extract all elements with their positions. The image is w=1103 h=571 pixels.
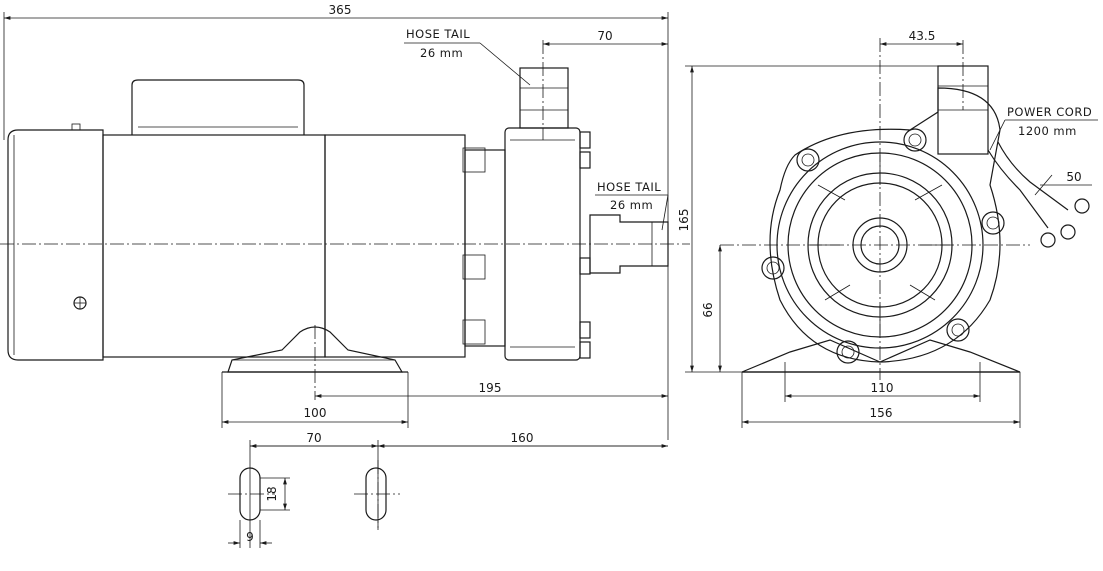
bolt-head: [579, 151, 591, 169]
dim-slot-length: 18: [265, 486, 279, 501]
dim-base-length: 100: [304, 406, 327, 420]
front-view: [720, 38, 1090, 380]
label-hose-tail-top-size: 26 mm: [420, 46, 463, 60]
dim-slot-to-end: 160: [511, 431, 534, 445]
label-power-cord-length: 1200 mm: [1018, 124, 1077, 138]
terminal-box: [131, 79, 305, 135]
motor-flange-section: [324, 134, 466, 358]
dim-base-width: 156: [870, 406, 893, 420]
side-view: [0, 40, 690, 400]
label-hose-tail-side-size: 26 mm: [610, 198, 653, 212]
bolt-head: [579, 321, 591, 339]
bolt-head: [579, 341, 591, 359]
top-hose-tail: [519, 67, 569, 129]
dim-shaft-height: 66: [701, 302, 715, 317]
dim-slot-spacing: 70: [306, 431, 321, 445]
front-bolts: [761, 128, 1005, 364]
motor-foot: [227, 326, 404, 373]
dim-height: 165: [677, 209, 691, 232]
motor-body: [102, 134, 326, 358]
bolt-head: [579, 257, 591, 275]
cord-terminal-ring: [1060, 224, 1076, 240]
dim-base-hole-spacing: 110: [871, 381, 894, 395]
bolt-head: [579, 131, 591, 149]
front-base: [741, 339, 1021, 373]
volute-casing: [769, 87, 1001, 363]
cord-terminal-ring: [1074, 198, 1090, 214]
dim-overall-length: 365: [329, 3, 352, 17]
front-dimensions: 43.5 165 66 110 156 50 POWER CORD 1200 m…: [677, 29, 1098, 428]
dim-slot-width: 9: [246, 530, 254, 544]
label-hose-tail-side: HOSE TAIL: [597, 180, 661, 194]
cord-terminal-ring: [1040, 232, 1056, 248]
label-hose-tail-top: HOSE TAIL: [406, 27, 470, 41]
label-power-cord: POWER CORD: [1007, 105, 1092, 119]
mounting-slots: 18 9: [228, 460, 400, 548]
dim-outlet-center-offset: 43.5: [909, 29, 936, 43]
pump-adapter: [464, 149, 506, 347]
dim-mount-spacing: 195: [479, 381, 502, 395]
dim-outlet-offset: 70: [597, 29, 612, 43]
motor-end-cap: [7, 129, 104, 361]
power-cord: [987, 149, 1049, 229]
dim-cord-lead: 50: [1066, 170, 1081, 184]
